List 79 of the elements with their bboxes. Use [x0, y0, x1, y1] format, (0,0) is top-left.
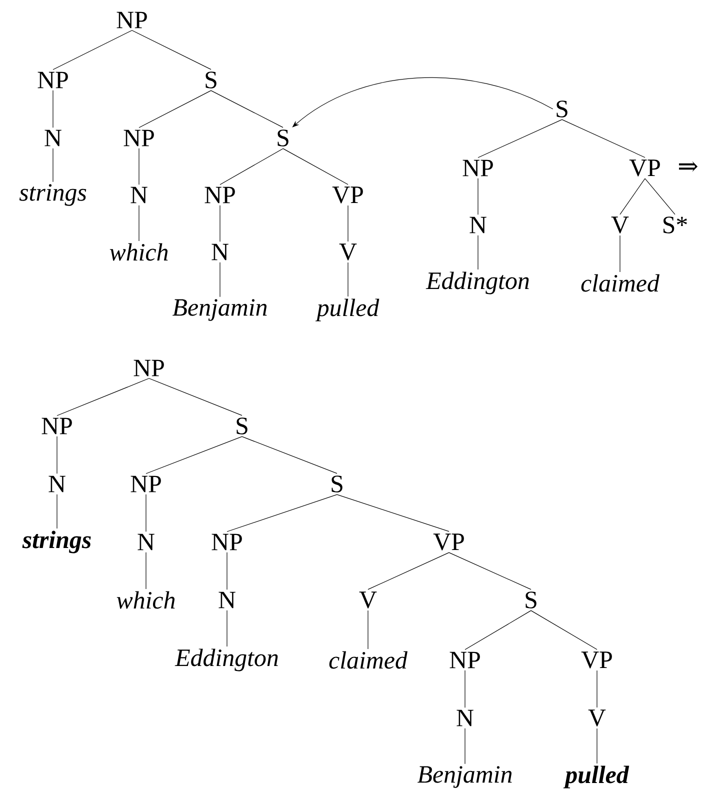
tree-branch: [448, 552, 532, 590]
category-label: V: [359, 592, 377, 608]
category-label: NP: [204, 186, 235, 204]
category-label: N: [218, 592, 236, 608]
word-label: pulled: [563, 766, 630, 788]
category-label: V: [339, 244, 357, 260]
tree-branch: [478, 119, 562, 158]
word-label: Eddington: [174, 648, 278, 672]
tree-branch: [226, 494, 338, 532]
category-label: NP: [116, 12, 147, 28]
tree-branch: [368, 552, 450, 590]
tree-branch: [464, 670, 466, 708]
word-label: strings: [22, 530, 91, 554]
category-label: NP: [130, 476, 161, 492]
tree-branch: [138, 205, 140, 242]
tree-branch: [464, 728, 466, 764]
category-label: VP: [581, 652, 612, 668]
tree-branch: [644, 178, 676, 215]
word-label: Eddington: [426, 272, 529, 294]
category-label: S: [206, 72, 216, 88]
tree-branch: [138, 90, 212, 128]
category-label: N: [138, 534, 154, 550]
category-label: N: [456, 710, 474, 726]
category-label: N: [130, 186, 148, 204]
tree-branch: [210, 90, 284, 128]
tree-branch: [282, 148, 348, 185]
tree-branch: [52, 30, 132, 70]
word-label: which: [116, 591, 175, 609]
tree-branch: [596, 670, 598, 708]
tree-branch: [464, 610, 532, 650]
tree-branch: [620, 178, 646, 215]
tree-branch: [226, 610, 228, 647]
word-label: claimed: [329, 651, 408, 669]
category-label: VP: [629, 160, 660, 176]
category-label: VP: [433, 534, 464, 550]
category-label: NP: [450, 652, 480, 668]
category-label: N: [212, 244, 228, 260]
tree-branch: [146, 436, 242, 474]
category-label: NP: [462, 160, 493, 176]
tree-branch: [242, 436, 338, 474]
tree-branch: [56, 494, 58, 529]
word-label: which: [110, 243, 168, 261]
category-label: S*: [664, 216, 687, 234]
tree-branch: [56, 436, 58, 474]
tree-branch: [530, 610, 598, 650]
implication-sign: ⇒: [678, 161, 698, 172]
tree-branch: [56, 378, 150, 416]
word-label: strings: [19, 184, 86, 206]
category-label: N: [48, 476, 66, 492]
word-label: pulled: [315, 298, 380, 322]
tree-branch: [596, 728, 598, 764]
category-label: VP: [332, 186, 363, 204]
word-label: claimed: [581, 274, 660, 292]
category-label: V: [588, 710, 606, 726]
category-label: N: [470, 216, 486, 234]
category-label: S: [526, 592, 536, 608]
tree-branch: [132, 30, 212, 70]
tree-branch: [220, 148, 284, 185]
category-label: NP: [42, 418, 72, 434]
category-label: NP: [134, 360, 164, 376]
word-label: Benjamin: [418, 766, 512, 788]
category-label: NP: [124, 130, 154, 146]
category-label: S: [278, 130, 288, 146]
category-label: V: [611, 216, 629, 234]
category-label: S: [332, 476, 342, 492]
tree-branch: [148, 378, 242, 416]
tree-branch: [562, 119, 646, 158]
category-label: S: [236, 418, 248, 434]
curved-arrow: [292, 77, 554, 128]
tree-branch: [52, 90, 54, 128]
category-label: N: [44, 130, 62, 146]
tree-branch: [138, 148, 140, 185]
tree-branch: [52, 148, 54, 182]
category-label: NP: [38, 72, 68, 88]
category-label: S: [556, 100, 568, 118]
tree-branch: [226, 552, 228, 590]
word-label: Benjamin: [172, 299, 267, 321]
category-label: NP: [212, 534, 242, 550]
tree-branch: [336, 494, 450, 532]
